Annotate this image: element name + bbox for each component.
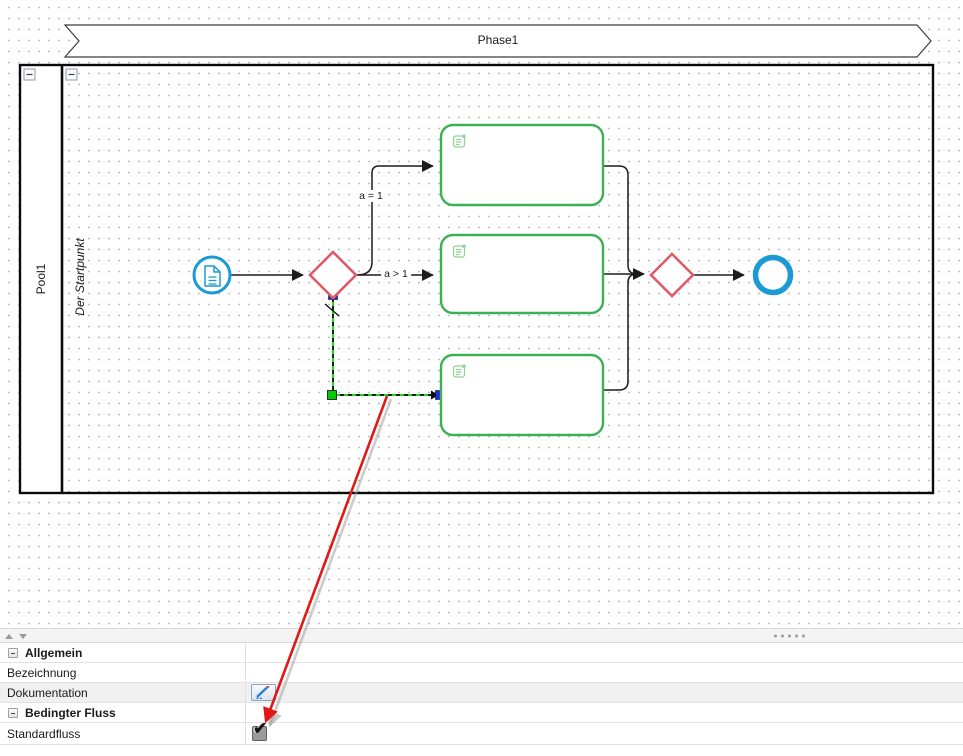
pencil-icon <box>256 686 270 699</box>
collapse-minus-icon[interactable] <box>8 647 18 658</box>
collapse-down-icon[interactable] <box>19 634 27 639</box>
pool-label: Pool1 <box>34 263 48 295</box>
pool-header[interactable] <box>21 66 61 492</box>
splitter-chevrons <box>5 634 27 639</box>
collapse-minus-icon[interactable] <box>8 707 18 718</box>
properties-panel: Allgemein Bezeichnung Dokumentation Bedi… <box>0 643 963 745</box>
selected-sequence-flow[interactable] <box>324 290 445 400</box>
property-label: Standardfluss <box>7 726 81 741</box>
collapse-up-icon[interactable] <box>5 634 13 639</box>
property-row-bezeichnung[interactable]: Bezeichnung <box>0 663 963 683</box>
exclusive-gateway-split[interactable] <box>308 250 358 300</box>
section-title: Allgemein <box>25 645 83 660</box>
script-icon <box>452 244 466 258</box>
exclusive-gateway-merge[interactable] <box>649 252 695 298</box>
script-task-bottom[interactable] <box>439 353 605 437</box>
panel-splitter[interactable] <box>0 628 963 643</box>
standardfluss-checkbox[interactable]: ✔ <box>252 720 267 741</box>
start-event[interactable] <box>192 255 232 295</box>
flow-top-task-to-merge[interactable] <box>603 165 638 275</box>
property-row-standardfluss[interactable]: Standardfluss ✔ <box>0 720 963 745</box>
flow-condition-label: a > 1 <box>381 268 411 280</box>
script-icon <box>452 134 466 148</box>
section-header-allgemein[interactable]: Allgemein <box>0 643 963 663</box>
section-title: Bedingter Fluss <box>25 705 116 720</box>
checkmark-icon: ✔ <box>253 719 268 738</box>
phase-band[interactable] <box>63 24 932 58</box>
flow-condition-label: a = 1 <box>356 190 386 202</box>
flow-bottom-task-to-merge[interactable] <box>603 273 638 391</box>
end-event[interactable] <box>752 254 794 296</box>
lane-label: Der Startpunkt <box>73 238 87 316</box>
default-flow-marker <box>324 303 340 317</box>
diagram-canvas[interactable]: Phase1 Pool1 Der Startpunkt a = 1 a > 1 <box>0 0 963 628</box>
section-header-bedingter-fluss[interactable]: Bedingter Fluss <box>0 703 963 723</box>
property-grid-divider <box>245 643 246 745</box>
script-task-middle[interactable] <box>439 233 605 315</box>
property-label: Dokumentation <box>7 685 88 700</box>
edge-bend-handle[interactable] <box>327 390 337 400</box>
diagram <box>18 24 935 495</box>
property-label: Bezeichnung <box>7 665 77 680</box>
lane-collapse-button[interactable] <box>65 68 78 81</box>
document-icon <box>204 265 221 287</box>
script-task-top[interactable] <box>439 123 605 207</box>
property-row-dokumentation[interactable]: Dokumentation <box>0 683 963 703</box>
flow-gateway-to-top-task[interactable] <box>356 160 434 276</box>
pool-border[interactable] <box>18 63 935 495</box>
pool-collapse-button[interactable] <box>23 68 36 81</box>
splitter-grip-dots[interactable] <box>772 634 808 638</box>
edit-documentation-button[interactable] <box>251 684 276 701</box>
phase-label: Phase1 <box>477 33 519 47</box>
script-icon <box>452 364 466 378</box>
